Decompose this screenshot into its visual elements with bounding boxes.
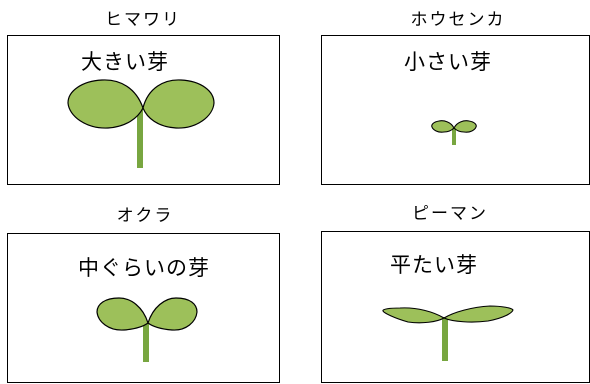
left-cotyledon (96, 297, 149, 331)
panel-himawari: 大きい芽 (7, 35, 280, 185)
sprout-small-illustration (431, 120, 477, 145)
right-cotyledon (147, 297, 198, 331)
sprout-label-small: 小さい芽 (404, 50, 492, 74)
plant-name-piman: ピーマン (412, 204, 488, 224)
stem (442, 317, 448, 361)
panel-okura: 中ぐらいの芽 (7, 233, 280, 383)
left-cotyledon (67, 79, 144, 129)
plant-name-okura: オクラ (116, 206, 174, 226)
sprout-label-medium: 中ぐらいの芽 (78, 256, 210, 280)
right-cotyledon (453, 120, 477, 133)
stem (137, 108, 143, 168)
right-cotyledon (442, 305, 514, 323)
right-cotyledon (142, 79, 215, 129)
sprout-label-large: 大きい芽 (81, 50, 169, 74)
plant-name-himawari: ヒマワリ (105, 10, 181, 30)
stem (143, 322, 149, 362)
stem (452, 127, 456, 145)
plant-name-housenka: ホウセンカ (410, 10, 506, 30)
panel-piman: 平たい芽 (321, 231, 590, 383)
sprout-label-flat: 平たい芽 (390, 253, 478, 277)
left-cotyledon (431, 120, 455, 133)
sprout-large-illustration (67, 79, 215, 168)
sprout-medium-illustration (96, 297, 198, 362)
panel-housenka: 小さい芽 (321, 35, 590, 185)
left-cotyledon (382, 307, 446, 324)
sprout-flat-illustration (382, 305, 514, 361)
